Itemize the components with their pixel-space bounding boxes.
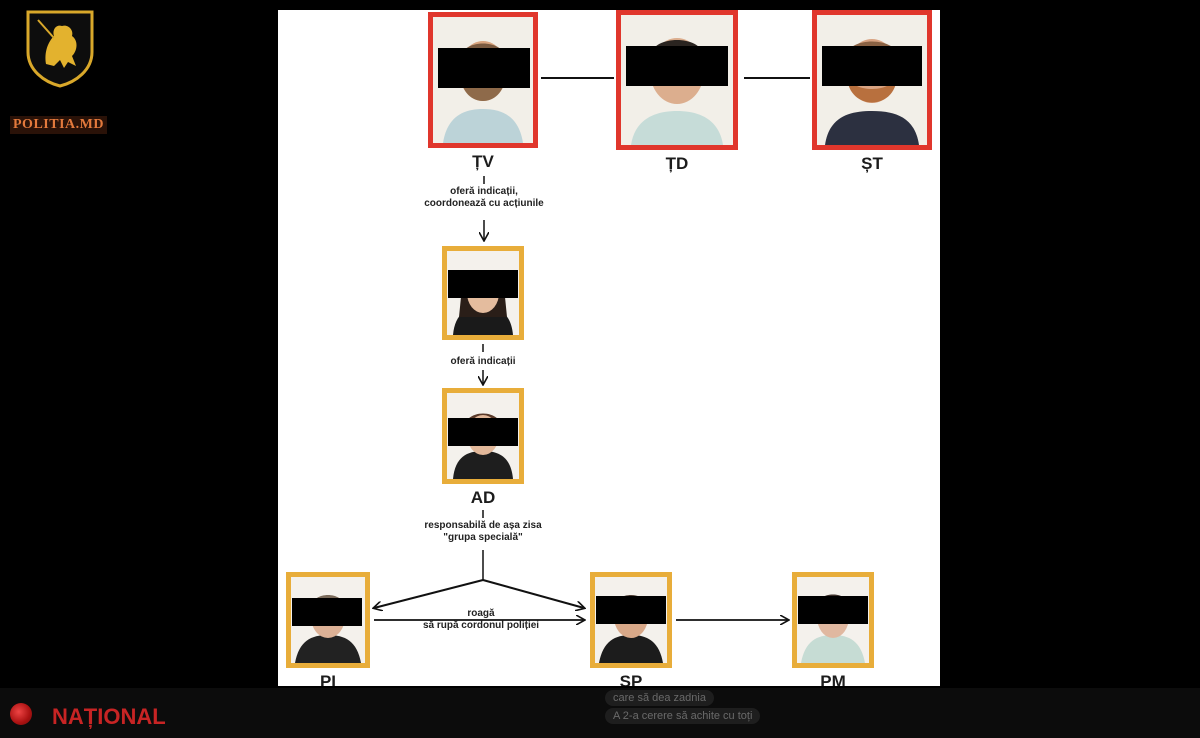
- channel-logo-icon: [10, 703, 32, 725]
- diagram-panel: ȚV ȚD ȘT oferă indicații, coordonează cu…: [278, 10, 940, 686]
- redaction-bar: [798, 596, 868, 624]
- label-st: ȘT: [861, 154, 883, 173]
- redaction-bar: [626, 46, 728, 86]
- chat-overlay: care să dea zadnia A 2-a cerere să achit…: [605, 688, 835, 738]
- bottom-strip: [0, 688, 1200, 738]
- edge-label-line: roagă: [467, 608, 495, 619]
- police-crest-logo: [24, 8, 96, 88]
- label-pm: PM: [820, 672, 846, 686]
- redaction-bar: [448, 418, 518, 446]
- arrow-fork-pi: [374, 579, 484, 608]
- edge-label-ad-group: responsabilă de așa zisa "grupa specială…: [383, 520, 583, 544]
- label-sp: SP: [619, 672, 643, 686]
- connector-lines: [278, 77, 810, 686]
- label-ad: AD: [470, 488, 496, 507]
- redaction-bar: [822, 46, 922, 86]
- chat-line: A 2-a cerere să achite cu toți: [605, 708, 761, 724]
- label-td: ȚD: [665, 154, 689, 173]
- redaction-bar: [448, 270, 518, 298]
- edge-label-line: să rupă cordonul poliției: [422, 620, 540, 631]
- redaction-bar: [596, 596, 666, 624]
- redaction-bar: [438, 48, 530, 88]
- edge-label-line: "grupa specială": [443, 532, 523, 543]
- arrow-fork-sp: [482, 579, 584, 608]
- edge-label-pi-sp: roagă să rupă cordonul poliției: [376, 608, 586, 632]
- site-label: POLITIA.MD: [10, 116, 107, 134]
- label-tv: ȚV: [472, 152, 494, 171]
- edge-label-line: responsabilă de așa zisa: [424, 520, 542, 531]
- edge-label-w1-ad: oferă indicații: [403, 356, 563, 368]
- edge-label-line: oferă indicații,: [450, 186, 518, 197]
- edge-label-line: coordonează cu acțiunile: [424, 198, 544, 209]
- chat-line: care să dea zadnia: [605, 690, 714, 706]
- channel-name: NAȚIONAL: [52, 704, 166, 729]
- edge-label-line: oferă indicații: [450, 356, 516, 367]
- label-pi: PI: [319, 672, 337, 686]
- edge-label-tv-w1: oferă indicații, coordonează cu acțiunil…: [384, 186, 584, 210]
- redaction-bar: [292, 598, 362, 626]
